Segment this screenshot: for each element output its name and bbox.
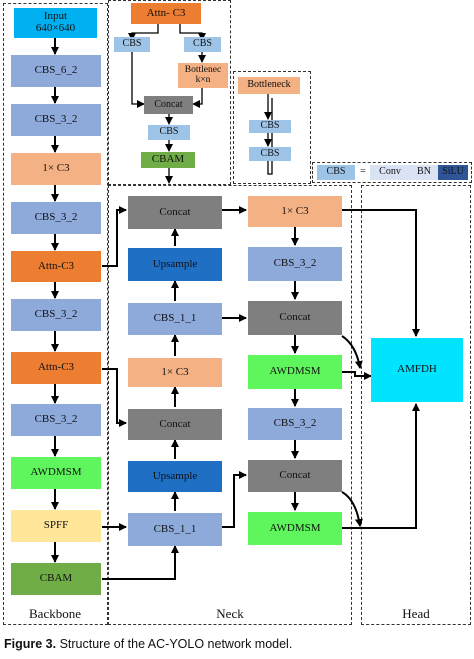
attn-module-concat: Concat	[144, 96, 193, 114]
legend-conv: Conv	[370, 165, 410, 180]
backbone-cbs-3-2-b: CBS_3_2	[11, 202, 101, 234]
neck-left-concat-top: Concat	[128, 196, 222, 229]
input-node: Input 640×640	[14, 8, 97, 38]
bottleneck-module-cbs-2: CBS	[249, 147, 291, 161]
neck-left-concat-bottom: Concat	[128, 409, 222, 440]
backbone-awdmsm: AWDMSM	[11, 457, 101, 489]
figure-caption: Figure 3. Structure of the AC-YOLO netwo…	[4, 637, 470, 651]
neck-left-upsample-top: Upsample	[128, 248, 222, 281]
backbone-c3: 1× C3	[11, 153, 101, 185]
neck-right-concat-bottom: Concat	[248, 460, 342, 492]
neck-right-awdmsm-top: AWDMSM	[248, 355, 342, 389]
neck-left-cbs-1-1-bottom: CBS_1_1	[128, 513, 222, 546]
neck-label: Neck	[216, 606, 244, 621]
neck-right-c3: 1× C3	[248, 196, 342, 227]
neck-right-cbs-3-2-top: CBS_3_2	[248, 247, 342, 281]
caption-prefix: Figure 3.	[4, 637, 57, 651]
caption-text: Structure of the AC-YOLO network model.	[56, 637, 293, 651]
backbone-cbs-3-2-d: CBS_3_2	[11, 404, 101, 436]
neck-right-concat-top: Concat	[248, 301, 342, 335]
neck-frame	[108, 185, 352, 625]
backbone-cbs-3-2-c: CBS_3_2	[11, 299, 101, 331]
backbone-label: Backbone	[29, 606, 81, 621]
neck-right-cbs-3-2-bottom: CBS_3_2	[248, 408, 342, 440]
head-frame	[361, 185, 471, 625]
attn-module-cbs-left: CBS	[114, 37, 150, 52]
backbone-cbs-3-2-a: CBS_3_2	[11, 104, 101, 136]
backbone-spff: SPFF	[11, 510, 101, 542]
attn-module-bottleneck: Bottlenec k×n	[178, 63, 228, 88]
input-size: 640×640	[35, 22, 76, 34]
legend-bn: BN	[410, 165, 438, 180]
head-label: Head	[402, 606, 430, 621]
neck-right-awdmsm-bottom: AWDMSM	[248, 512, 342, 545]
attn-module-title: Attn- C3	[131, 3, 201, 24]
backbone-cbs-6-2: CBS_6_2	[11, 55, 101, 87]
backbone-frame	[3, 3, 108, 625]
attn-module-cbam: CBAM	[141, 152, 195, 168]
input-label: Input	[43, 10, 68, 23]
backbone-cbam: CBAM	[11, 563, 101, 595]
backbone-attn-c3-a: Attn-C3	[11, 251, 101, 282]
legend-cbs: CBS	[317, 165, 355, 180]
neck-left-c3: 1× C3	[128, 358, 222, 387]
bottleneck-module-title: Bottleneck	[238, 77, 300, 94]
legend-equals: =	[360, 166, 366, 178]
neck-left-upsample-bottom: Upsample	[128, 461, 222, 492]
head-amfdh: AMFDH	[371, 338, 463, 402]
bottleneck-module-cbs-1: CBS	[249, 120, 291, 133]
attn-module-frame	[108, 0, 231, 185]
legend-silu: SiLU	[438, 165, 468, 180]
neck-left-cbs-1-1-top: CBS_1_1	[128, 303, 222, 335]
backbone-attn-c3-b: Attn-C3	[11, 352, 101, 384]
legend-frame	[312, 162, 472, 183]
attn-module-cbs-right: CBS	[184, 37, 221, 52]
attn-module-cbs-out: CBS	[148, 125, 190, 140]
bottleneck-module-frame	[233, 71, 311, 184]
